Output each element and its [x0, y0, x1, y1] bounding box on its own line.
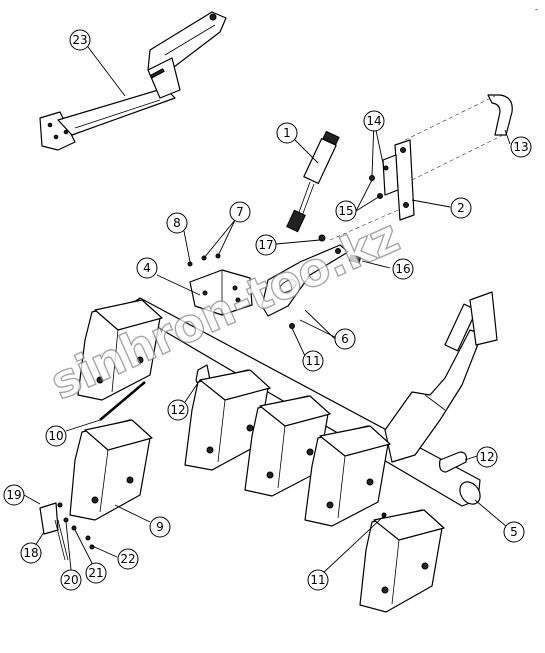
callout-9: 9: [149, 516, 171, 538]
part-small-plate: [39, 502, 95, 561]
callout-15: 15: [335, 200, 357, 222]
callout-8: 8: [166, 212, 188, 234]
callout-17: 17: [255, 234, 277, 256]
part-hitch-tongue: [39, 11, 227, 151]
part-mounting-plate: [382, 139, 415, 221]
svg-text:11: 11: [310, 573, 325, 587]
ripper-body-6: [359, 509, 445, 613]
callout-22: 22: [117, 548, 139, 570]
part-linkage-arm: [261, 244, 349, 317]
svg-text:20: 20: [63, 573, 78, 587]
part-bracket: [189, 269, 253, 316]
fasteners: [187, 165, 389, 518]
svg-text:7: 7: [236, 205, 244, 219]
ripper-body-1: [77, 299, 163, 401]
callout-14: 14: [363, 110, 385, 132]
svg-text:16: 16: [395, 262, 410, 276]
svg-text:23: 23: [72, 33, 87, 47]
ripper-body-3: [184, 369, 271, 471]
callout-11-lower: 11: [307, 569, 329, 591]
svg-text:13: 13: [513, 140, 528, 154]
svg-text:5: 5: [510, 525, 518, 539]
callout-18: 18: [20, 542, 42, 564]
svg-text:1: 1: [283, 126, 291, 140]
callout-19: 19: [3, 484, 25, 506]
svg-text:6: 6: [341, 332, 349, 346]
callout-10: 10: [45, 425, 67, 447]
callout-20: 20: [60, 569, 82, 591]
ripper-body-5: [304, 425, 391, 527]
svg-text:12: 12: [170, 403, 185, 417]
callout-11-upper: 11: [302, 350, 324, 372]
svg-text:9: 9: [156, 520, 164, 534]
svg-text:14: 14: [366, 114, 381, 128]
callout-5: 5: [503, 521, 525, 543]
callout-6: 6: [334, 328, 356, 350]
part-lift-frame: [384, 291, 498, 463]
svg-text:18: 18: [23, 546, 38, 560]
callout-12-right: 12: [476, 446, 498, 468]
svg-text:15: 15: [338, 204, 353, 218]
svg-text:17: 17: [258, 238, 273, 252]
ripper-body-2: [69, 419, 153, 521]
callout-23: 23: [69, 29, 91, 51]
part-shaft: [99, 381, 146, 421]
callout-12-left: 12: [167, 399, 189, 421]
svg-text:8: 8: [173, 216, 181, 230]
svg-text:19: 19: [6, 488, 21, 502]
callout-16: 16: [392, 258, 414, 280]
svg-text:12: 12: [479, 450, 494, 464]
callout-4: 4: [136, 257, 158, 279]
callout-2: 2: [450, 197, 472, 219]
ripper-body-4: [244, 395, 331, 497]
svg-text:10: 10: [48, 429, 63, 443]
callout-21: 21: [85, 562, 107, 584]
svg-text:21: 21: [88, 566, 103, 580]
corner-mark: -: [535, 5, 538, 14]
part-u-clip-right: [439, 451, 467, 473]
callout-1: 1: [276, 122, 298, 144]
svg-text:11: 11: [305, 354, 320, 368]
svg-text:4: 4: [143, 261, 151, 275]
svg-text:22: 22: [120, 552, 135, 566]
callout-13: 13: [510, 136, 532, 158]
part-hydraulic-cylinder: [286, 130, 340, 233]
part-u-bolt: [487, 94, 513, 136]
svg-text:2: 2: [457, 201, 465, 215]
callout-7: 7: [229, 201, 251, 223]
